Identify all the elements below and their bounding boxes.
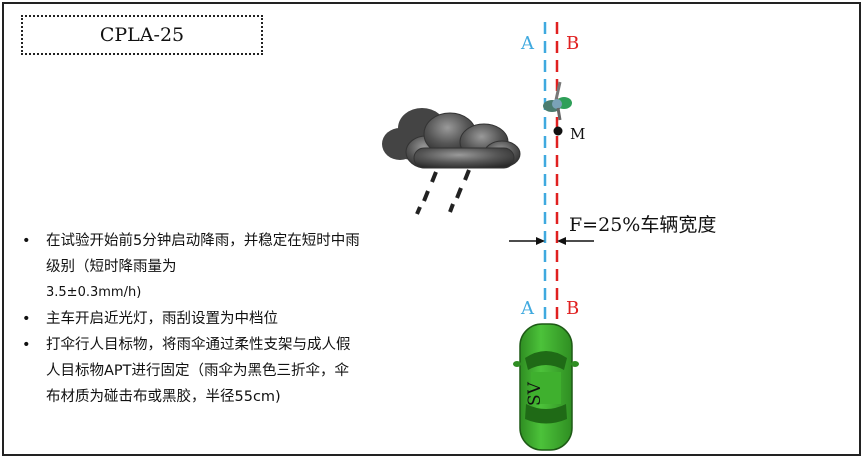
note-subtext: 3.5±0.3mm/h) — [46, 285, 142, 300]
scenario-diagram: A B A B M F=25%车辆宽度 — [382, 22, 716, 451]
note-item: 主车开启近光灯，雨刮设置为中档位 — [20, 306, 362, 332]
pedestrian-point-label: M — [570, 125, 585, 143]
diagram-title: CPLA-25 — [99, 24, 185, 46]
vehicle-label: SV — [525, 381, 545, 406]
note-text: 主车开启近光灯，雨刮设置为中档位 — [46, 311, 278, 327]
note-item: 打伞行人目标物，将雨伞通过柔性支架与成人假人目标物APT进行固定（雨伞为黑色三折… — [20, 332, 362, 410]
title-box: CPLA-25 — [21, 15, 263, 55]
note-text: 打伞行人目标物，将雨伞通过柔性支架与成人假人目标物APT进行固定（雨伞为黑色三折… — [46, 337, 351, 405]
diagram-frame: CPLA-25 在试验开始前5分钟启动降雨，并稳定在短时中雨级别（短时降雨量为 … — [2, 2, 861, 456]
offset-label: F=25%车辆宽度 — [569, 214, 716, 236]
lane-label-a-top: A — [520, 33, 535, 54]
lane-label-b-bottom: B — [566, 298, 579, 319]
lane-label-a-bottom: A — [520, 298, 535, 319]
note-text: 在试验开始前5分钟启动降雨，并稳定在短时中雨级别（短时降雨量为 — [46, 233, 360, 275]
car-icon — [513, 323, 579, 451]
rain-cloud-icon — [382, 108, 521, 215]
note-item: 在试验开始前5分钟启动降雨，并稳定在短时中雨级别（短时降雨量为 3.5±0.3m… — [20, 228, 362, 306]
pedestrian-with-umbrella-icon — [543, 81, 572, 121]
offset-dimension — [509, 237, 594, 245]
pedestrian-point-m — [553, 126, 563, 136]
lane-label-b-top: B — [566, 33, 579, 54]
test-conditions-list: 在试验开始前5分钟启动降雨，并稳定在短时中雨级别（短时降雨量为 3.5±0.3m… — [20, 228, 362, 410]
